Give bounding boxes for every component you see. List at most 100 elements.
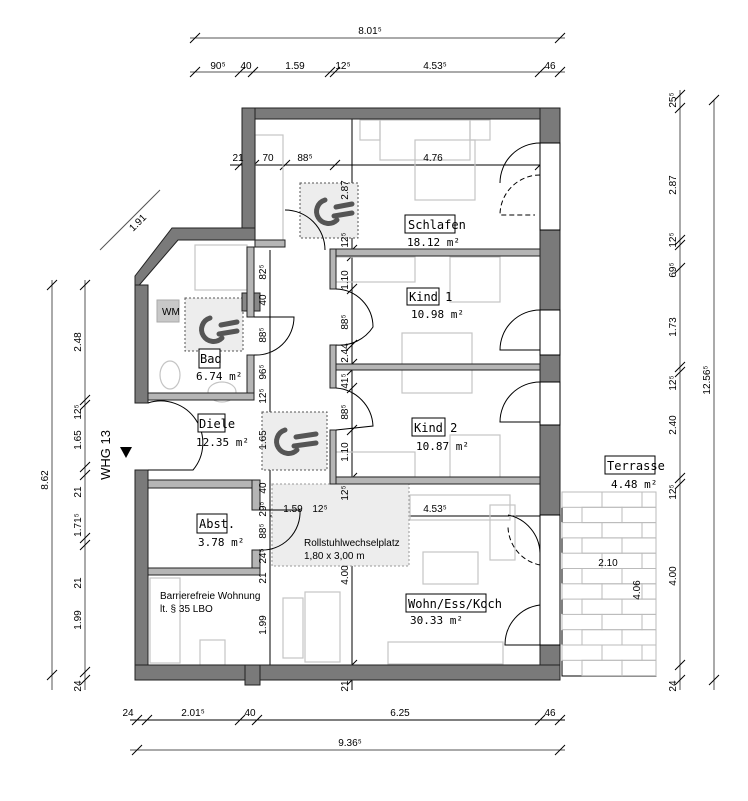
dimension-label-right-chain: 2.40 [668, 415, 679, 435]
dimension-tick [189, 66, 201, 78]
dimension-tick [674, 366, 686, 378]
room-bad: Bad 6.74 m² [196, 348, 242, 383]
dimension-label-inner-top: 4.76 [423, 153, 443, 164]
dimension-tick [329, 159, 341, 171]
dimension-label-terrace: 2.10 [598, 558, 618, 569]
dimension-tick [329, 66, 341, 78]
room-area: 30.33 m² [410, 614, 463, 627]
dimension-tick [247, 66, 259, 78]
entry-arrow-icon [120, 447, 132, 458]
dimension-label-inner-top: 70 [262, 153, 274, 164]
dimension-label-inner-mid-v: 4.00 [340, 565, 351, 585]
turning-zone-schlafen [299, 182, 359, 239]
room-abst: Abst. 3.78 m² [196, 513, 244, 549]
wheelchair-icon [199, 197, 355, 456]
dimension-tick [79, 469, 91, 481]
dimension-label-diagonal: 1.91 [127, 212, 149, 234]
dimension-tick [346, 424, 358, 436]
room-area: 6.74 m² [196, 370, 242, 383]
dimension-ticks [46, 32, 720, 756]
dimension-label-inner-left-v: 88⁵ [258, 327, 269, 342]
dimension-tick [674, 262, 686, 274]
dimension-label-terrace: 4.06 [632, 580, 643, 600]
dimension-label-top-chain: 12⁵ [335, 61, 350, 72]
dimension-tick [79, 394, 91, 406]
dimension-label-top-chain: 90⁵ [210, 61, 225, 72]
room-kind2: Kind 2 10.87 m² [411, 417, 469, 453]
room-schlafen: Schlafen 18.12 m² [404, 214, 466, 249]
dimension-label-bottom-chain: 24 [122, 708, 134, 719]
dimension-label-inner-wohn-h: 12⁵ [312, 504, 327, 515]
dimension-label-right-chain: 69⁵ [668, 262, 679, 277]
dimension-label-right-chain: 24 [668, 680, 679, 692]
dimension-tick [324, 66, 336, 78]
dimension-tick [141, 714, 153, 726]
dimension-label-left-total: 8.62 [40, 470, 51, 490]
dimension-label-inner-wohn-h: 1.59 [283, 504, 303, 515]
room-name: Abst. [199, 517, 235, 531]
dimension-label-left-chain: 21 [73, 486, 84, 498]
dimension-label-bottom-chain: 40 [244, 708, 256, 719]
room-area: 3.78 m² [198, 536, 244, 549]
dimension-label-inner-left-v: 1.99 [258, 615, 269, 635]
dimension-label-inner-mid-v: 88⁵ [340, 404, 351, 419]
wheelchair-zone [271, 483, 410, 567]
dimension-label-inner-left-v: 40 [258, 294, 269, 306]
dimension-tick [234, 714, 246, 726]
dimension-label-right-chain: 12⁵ [668, 375, 679, 390]
dimension-tick [554, 714, 566, 726]
dimension-label-right-chain: 25⁵ [668, 92, 679, 107]
dimension-tick [46, 669, 58, 681]
room-diele: Diele 12.35 m² [196, 413, 249, 449]
room-name: Kind 2 [414, 421, 457, 435]
dimension-label-inner-top: 21 [232, 153, 244, 164]
dimension-tick [674, 234, 686, 246]
interior-walls [147, 239, 541, 576]
room-area: 12.35 m² [196, 436, 249, 449]
dimension-label-inner-top: 88⁵ [297, 153, 312, 164]
dimension-tick [131, 714, 143, 726]
dimension-tick [279, 159, 291, 171]
dimension-label-top-chain: 4.53⁵ [423, 61, 447, 72]
dimension-label-right-chain: 12⁵ [668, 232, 679, 247]
dimension-tick [234, 66, 246, 78]
dimension-label-inner-left-v: 24⁵ [258, 548, 269, 563]
windows [539, 142, 561, 646]
dimension-label-left-chain: 1.65 [73, 430, 84, 450]
dimension-label-right-chain: 2.87 [668, 175, 679, 195]
dimension-tick [189, 32, 201, 44]
room-area: 10.98 m² [411, 308, 464, 321]
dimension-tick [534, 714, 546, 726]
dimension-label-right-chain: 12⁵ [668, 484, 679, 499]
dimension-label-right-chain: 1.73 [668, 317, 679, 337]
dimension-tick [674, 674, 686, 686]
room-name: Diele [199, 417, 235, 431]
dimension-label-top-total: 8.01⁵ [358, 26, 382, 37]
dimension-tick [674, 659, 686, 671]
dimension-tick [674, 89, 686, 101]
dimension-tick [674, 102, 686, 114]
dimension-label-bottom-chain: 46 [544, 708, 556, 719]
dimension-tick [674, 478, 686, 490]
dimension-tick [79, 666, 91, 678]
terrace-paving [561, 491, 657, 677]
dimension-label-bottom-chain: 6.25 [390, 708, 410, 719]
dimension-label-inner-mid-v: 2.44 [340, 343, 351, 363]
room-area: 4.48 m² [611, 478, 657, 491]
dimension-tick [251, 714, 263, 726]
dimension-label-left-chain: 21 [73, 577, 84, 589]
dimension-tick [79, 539, 91, 551]
dimension-label-inner-mid-v: 12⁵ [340, 485, 351, 500]
dimension-tick [79, 532, 91, 544]
dimension-tick [79, 674, 91, 686]
room-area: 10.87 m² [416, 440, 469, 453]
washing-machine-label: WM [162, 307, 180, 318]
dimension-label-top-chain: 40 [240, 61, 252, 72]
dimension-label-left-chain: 24 [73, 680, 84, 692]
room-name: Wohn/Ess/Koch [408, 597, 502, 611]
dimension-tick [674, 361, 686, 373]
room-name: Bad [200, 352, 222, 366]
dimension-label-left-chain: 2.48 [73, 332, 84, 352]
room-kind1: Kind 1 10.98 m² [406, 287, 464, 321]
